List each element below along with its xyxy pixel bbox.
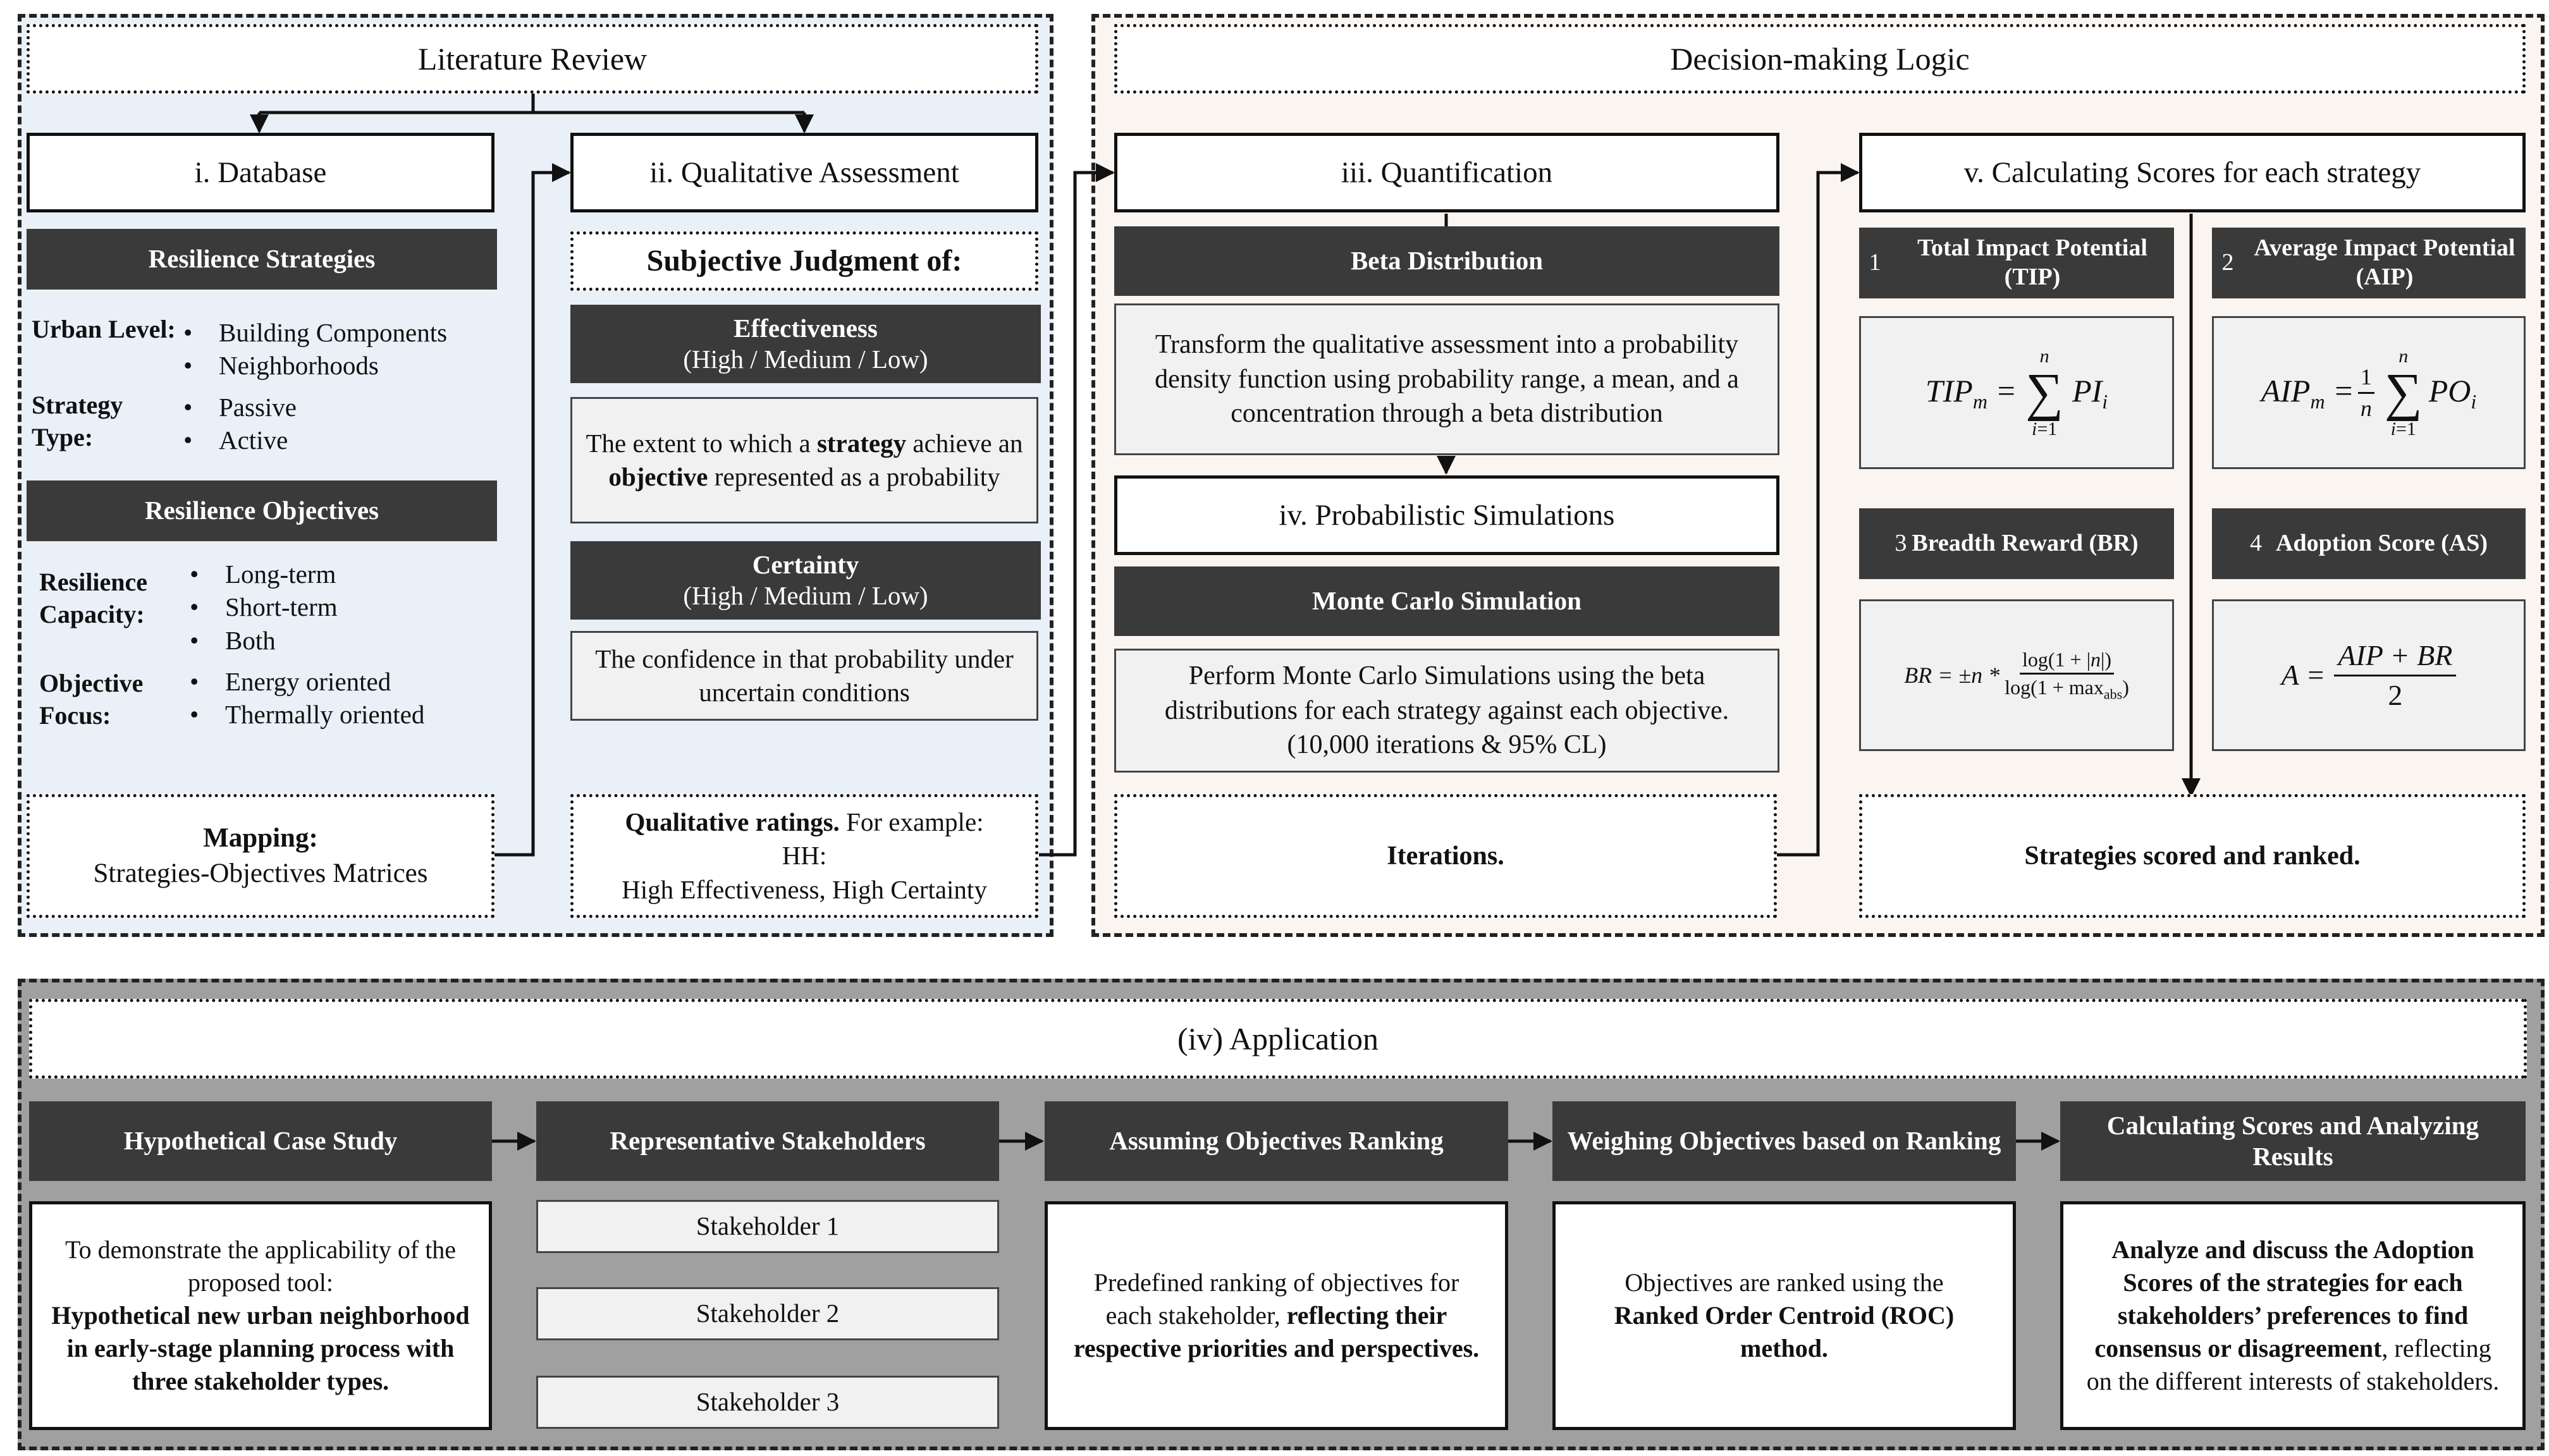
desc-text: The extent to which a	[586, 428, 817, 458]
case-detail: Hypothetical new urban neighborhood in e…	[51, 1301, 470, 1395]
list-item: Building Components	[183, 316, 512, 349]
results-emphasis: Analyze and discuss the Adoption Scores …	[2094, 1235, 2474, 1362]
as-header: 4 Adoption Score (AS)	[2212, 508, 2526, 579]
aip-label: Average Impact Potential (AIP)	[2254, 235, 2515, 290]
beta-distribution-header: Beta Distribution	[1114, 226, 1779, 296]
results-text: , reflecting on the different interests …	[2086, 1334, 2500, 1395]
list-item: Short-term	[190, 590, 506, 623]
database-box: i. Database	[27, 133, 494, 212]
resilience-strategies-header: Resilience Strategies	[27, 229, 497, 290]
certainty-header: Certainty (High / Medium / Low)	[570, 541, 1041, 620]
urban-level-label: Urban Level:	[32, 315, 176, 343]
step-hypothetical-case-study: Hypothetical Case Study	[29, 1101, 492, 1181]
list-item: Active	[183, 424, 512, 456]
effectiveness-levels: (High / Medium / Low)	[683, 345, 928, 374]
case-intro: To demonstrate the applicability of the …	[64, 1235, 457, 1297]
strategy-type-list: Passive Active	[183, 391, 512, 457]
as-formula: A = AIP + BR 2	[2212, 599, 2526, 751]
qualitative-ratings-box: Qualitative ratings. For example: HH: Hi…	[570, 794, 1038, 918]
step-representative-stakeholders: Representative Stakeholders	[536, 1101, 999, 1181]
resilience-capacity-label: Resilience Capacity:	[39, 568, 148, 629]
step-calculating-scores: Calculating Scores and Analyzing Results	[2060, 1101, 2526, 1181]
certainty-description: The confidence in that probability under…	[570, 631, 1038, 721]
monte-carlo-description: Perform Monte Carlo Simulations using th…	[1114, 649, 1779, 773]
tip-label: Total Impact Potential (TIP)	[1917, 235, 2147, 290]
results-description: Analyze and discuss the Adoption Scores …	[2060, 1201, 2526, 1430]
monte-carlo-header: Monte Carlo Simulation	[1114, 566, 1779, 636]
subjective-judgment-box: Subjective Judgment of:	[570, 231, 1038, 291]
tip-header: 1 Total Impact Potential (TIP)	[1859, 228, 2174, 298]
tip-formula: TIPm = n ∑ i=1 PIi	[1859, 316, 2174, 469]
strategy-type-label: Strategy Type:	[32, 391, 123, 452]
ratings-code: HH:	[782, 841, 827, 871]
quantification-box: iii. Quantification	[1114, 133, 1779, 212]
step-assuming-objectives-ranking: Assuming Objectives Ranking	[1045, 1101, 1508, 1181]
ratings-text: For example:	[839, 807, 984, 837]
qualitative-assessment-box: ii. Qualitative Assessment	[570, 133, 1038, 212]
calculating-scores-box: v. Calculating Scores for each strategy	[1859, 133, 2526, 212]
certainty-levels: (High / Medium / Low)	[683, 581, 928, 610]
stakeholder-3: Stakeholder 3	[536, 1376, 999, 1429]
mapping-text: Strategies-Objectives Matrices	[93, 859, 428, 888]
resilience-objectives-header: Resilience Objectives	[27, 480, 497, 541]
aip-header: 2 Average Impact Potential (AIP)	[2212, 228, 2526, 298]
desc-text: achieve an	[906, 428, 1023, 458]
desc-text: represented as a probability	[708, 462, 1000, 491]
case-study-description: To demonstrate the applicability of the …	[29, 1201, 492, 1430]
beta-description: Transform the qualitative assessment int…	[1114, 303, 1779, 455]
br-header: 3 Breadth Reward (BR)	[1859, 508, 2174, 579]
scored-ranked-box: Strategies scored and ranked.	[1859, 794, 2526, 918]
as-label: Adoption Score (AS)	[2276, 530, 2488, 557]
list-item: Passive	[183, 391, 512, 424]
br-formula: BR = ±n * log(1 + |n|) log(1 + maxabs)	[1859, 599, 2174, 751]
probabilistic-simulations-box: iv. Probabilistic Simulations	[1114, 475, 1779, 555]
weighing-description: Objectives are ranked using the Ranked O…	[1552, 1201, 2016, 1430]
objective-focus-label: Objective Focus:	[39, 669, 144, 730]
effectiveness-label: Effectiveness	[734, 313, 878, 343]
list-item: Long-term	[190, 558, 506, 590]
resilience-capacity-list: Long-term Short-term Both	[190, 558, 506, 657]
mapping-box: Mapping: Strategies-Objectives Matrices	[27, 794, 494, 918]
stakeholder-1: Stakeholder 1	[536, 1200, 999, 1253]
aip-formula: AIPm = 1 n n ∑ i=1 POi	[2212, 316, 2526, 469]
literature-review-title: Literature Review	[27, 24, 1038, 94]
step-weighing-objectives: Weighing Objectives based on Ranking	[1552, 1101, 2016, 1181]
application-title: (iv) Application	[29, 999, 2527, 1079]
decision-logic-title: Decision-making Logic	[1114, 24, 2526, 94]
stakeholder-2: Stakeholder 2	[536, 1287, 999, 1340]
objective-focus-list: Energy oriented Thermally oriented	[190, 665, 506, 731]
ranking-description: Predefined ranking of objectives for eac…	[1045, 1201, 1508, 1430]
ranking-text: Predefined ranking of objectives for eac…	[1093, 1268, 1459, 1330]
effectiveness-description: The extent to which a strategy achieve a…	[570, 397, 1038, 523]
iterations-box: Iterations.	[1114, 794, 1777, 918]
mapping-label: Mapping:	[203, 823, 318, 853]
br-label: Breadth Reward (BR)	[1912, 530, 2139, 557]
ranking-emphasis: reflecting their respective priorities a…	[1073, 1301, 1480, 1362]
weighing-text: Objectives are ranked using the	[1625, 1268, 1944, 1297]
certainty-label: Certainty	[752, 549, 859, 579]
desc-strategy: strategy	[816, 428, 907, 458]
list-item: Both	[190, 624, 506, 657]
ratings-label: Qualitative ratings.	[625, 807, 840, 837]
aip-number: 2	[2221, 249, 2234, 276]
list-item: Thermally oriented	[190, 698, 506, 731]
ratings-meaning: High Effectiveness, High Certainty	[622, 874, 987, 904]
urban-level-list: Building Components Neighborhoods	[183, 316, 512, 382]
effectiveness-header: Effectiveness (High / Medium / Low)	[570, 305, 1041, 383]
weighing-emphasis: Ranked Order Centroid (ROC) method.	[1614, 1301, 1955, 1362]
list-item: Energy oriented	[190, 665, 506, 698]
desc-objective: objective	[608, 462, 708, 491]
as-number: 4	[2250, 530, 2262, 557]
list-item: Neighborhoods	[183, 349, 512, 382]
tip-number: 1	[1869, 249, 1881, 276]
br-number: 3	[1895, 530, 1907, 557]
